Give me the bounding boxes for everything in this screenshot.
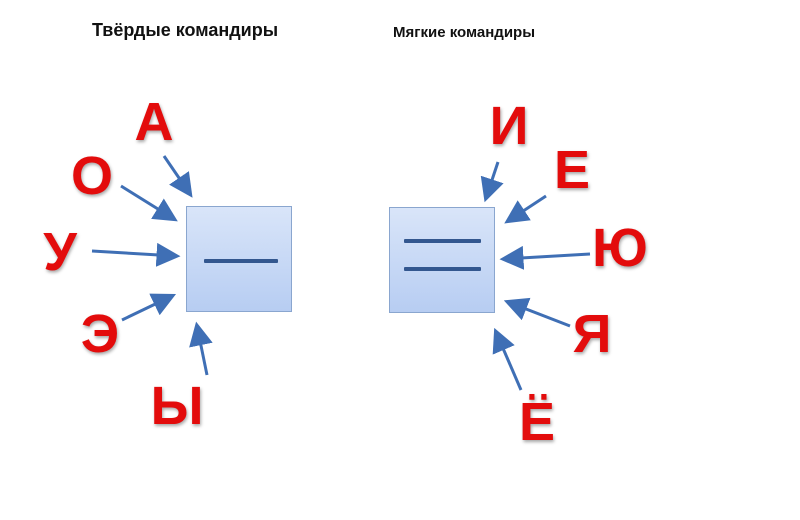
arrow-e: [121, 293, 177, 322]
arrow-u: [91, 242, 181, 267]
arrow-yu: [499, 245, 591, 270]
hard-letter-a: А: [134, 92, 174, 152]
arrow-a: [162, 155, 193, 198]
hard-letter-o: О: [70, 146, 114, 206]
soft-letter-i: И: [489, 96, 529, 156]
arrow-yo: [492, 327, 523, 391]
double-line-symbol-bottom: [404, 267, 481, 271]
hard-letter-y: Ы: [150, 376, 204, 436]
hard-sign-box: [186, 206, 292, 312]
hard-commanders-title: Твёрдые командиры: [92, 20, 279, 40]
soft-letter-ie: Е: [553, 140, 591, 200]
arrow-o: [120, 184, 178, 222]
hard-letter-e: Э: [80, 304, 120, 364]
soft-letter-yu: Ю: [592, 218, 648, 278]
soft-commanders-title: Мягкие командиры: [393, 24, 536, 41]
arrow-ya: [503, 297, 571, 328]
arrow-y: [189, 321, 213, 376]
soft-letter-yo: Ё: [518, 392, 556, 452]
double-line-symbol-top: [404, 239, 481, 243]
arrow-i: [480, 161, 504, 203]
soft-sign-box: [389, 207, 495, 313]
hard-letter-u: У: [43, 222, 77, 282]
arrow-ie: [504, 194, 547, 224]
soft-letter-ya: Я: [572, 304, 612, 364]
single-line-symbol: [204, 259, 278, 263]
